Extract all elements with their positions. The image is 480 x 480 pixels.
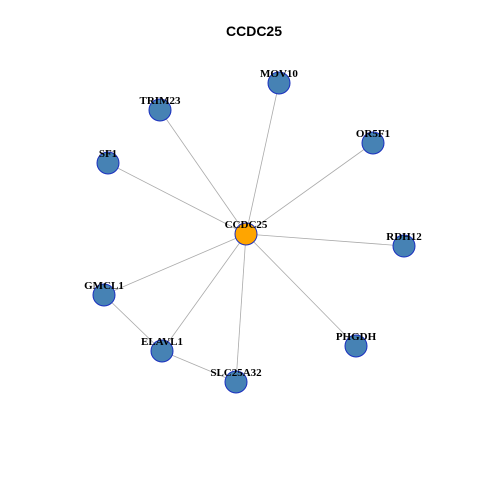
node-label-elavl1: ELAVL1 <box>141 336 183 348</box>
edge-elavl1-slc25a32 <box>161 350 237 383</box>
node-trim23 <box>148 98 172 122</box>
node-elavl1 <box>150 339 174 363</box>
node-mov10 <box>267 71 291 95</box>
node-label-trim23: TRIM23 <box>140 95 181 107</box>
node-rdh12 <box>392 234 416 258</box>
edge-ccdc25-rdh12 <box>245 233 405 247</box>
node-label-or5f1: OR5F1 <box>356 128 390 140</box>
node-label-ccdc25: CCDC25 <box>225 219 268 231</box>
edge-ccdc25-slc25a32 <box>235 233 247 383</box>
edge-ccdc25-mov10 <box>245 82 280 235</box>
node-label-rdh12: RDH12 <box>386 231 422 243</box>
edge-ccdc25-trim23 <box>159 109 247 235</box>
node-label-slc25a32: SLC25A32 <box>210 367 262 379</box>
edge-ccdc25-or5f1 <box>245 142 374 235</box>
edge-ccdc25-elavl1 <box>161 233 247 352</box>
edge-ccdc25-gmcl1 <box>103 233 247 296</box>
edges-layer <box>103 82 405 383</box>
node-label-gmcl1: GMCL1 <box>84 280 124 292</box>
nodes-layer <box>92 71 416 394</box>
node-label-sf1: SF1 <box>99 148 117 160</box>
node-phgdh <box>344 334 368 358</box>
labels-layer: CCDC25 MOV10TRIM23OR5F1SF1RDH12GMCL1ELAVL… <box>84 68 422 379</box>
diagram-title: CCDC25 <box>226 23 282 39</box>
edge-gmcl1-elavl1 <box>103 294 163 352</box>
node-label-mov10: MOV10 <box>260 68 298 80</box>
node-slc25a32 <box>224 370 248 394</box>
node-ccdc25 <box>234 222 258 246</box>
node-or5f1 <box>361 131 385 155</box>
edge-ccdc25-phgdh <box>245 233 357 347</box>
node-sf1 <box>96 151 120 175</box>
edge-ccdc25-sf1 <box>107 162 247 235</box>
node-label-phgdh: PHGDH <box>336 331 377 343</box>
node-gmcl1 <box>92 283 116 307</box>
